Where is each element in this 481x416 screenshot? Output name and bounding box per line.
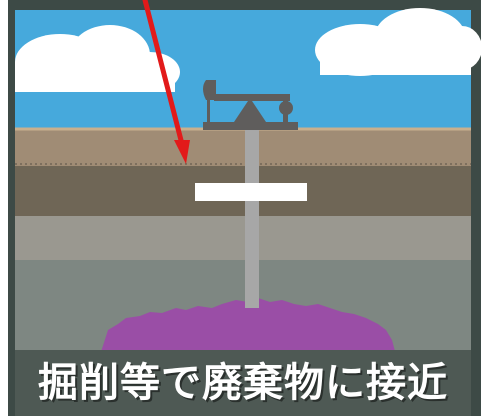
caption-text: 掘削等で廃棄物に接近 <box>38 360 448 406</box>
buried-waste-mound <box>100 298 396 355</box>
red-arrow-pointer <box>142 0 190 164</box>
right-cloud <box>315 8 481 76</box>
topsoil-layer <box>15 128 471 166</box>
pumpjack-icon <box>203 80 298 130</box>
caption-band: 掘削等で廃棄物に接近 <box>15 350 471 416</box>
soil-layer-3 <box>15 216 471 260</box>
depth-marker-bar <box>195 183 307 201</box>
well-pipe <box>245 128 259 308</box>
